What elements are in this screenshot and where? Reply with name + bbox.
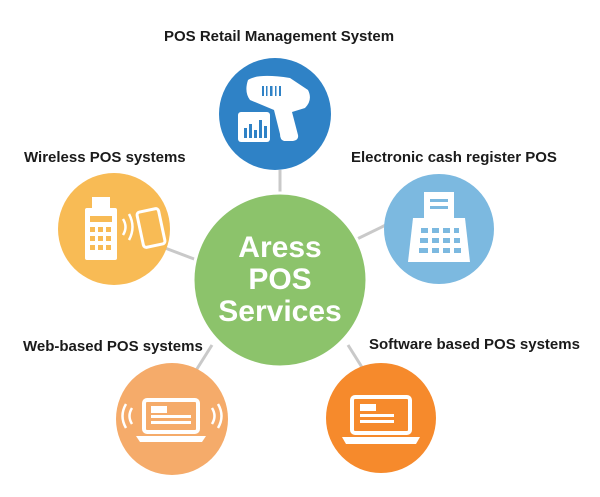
center-title: Aress POS Services <box>195 232 365 328</box>
laptop-wireless-icon <box>121 398 223 442</box>
laptop-icon <box>342 395 420 444</box>
node-web-circle <box>116 363 228 475</box>
center-title-line-1: Aress <box>238 231 322 264</box>
barcode-scanner-icon <box>238 75 310 142</box>
center-title-line-2: POS <box>248 263 312 296</box>
center-title-line-3: Services <box>218 295 342 328</box>
label-ecr: Electronic cash register POS <box>351 149 557 166</box>
node-web <box>116 363 228 475</box>
card-terminal-phone-icon <box>85 197 167 260</box>
cash-register-icon <box>408 192 470 262</box>
node-wireless <box>58 173 170 285</box>
node-retail <box>219 58 331 170</box>
node-ecr <box>384 174 494 284</box>
node-software-circle <box>326 363 436 473</box>
node-software <box>326 363 436 473</box>
connector-web <box>193 344 214 373</box>
label-wireless: Wireless POS systems <box>24 149 186 166</box>
label-web: Web-based POS systems <box>23 338 203 355</box>
center-circle <box>191 191 369 369</box>
label-software: Software based POS systems <box>369 336 580 353</box>
label-retail: POS Retail Management System <box>164 28 395 45</box>
